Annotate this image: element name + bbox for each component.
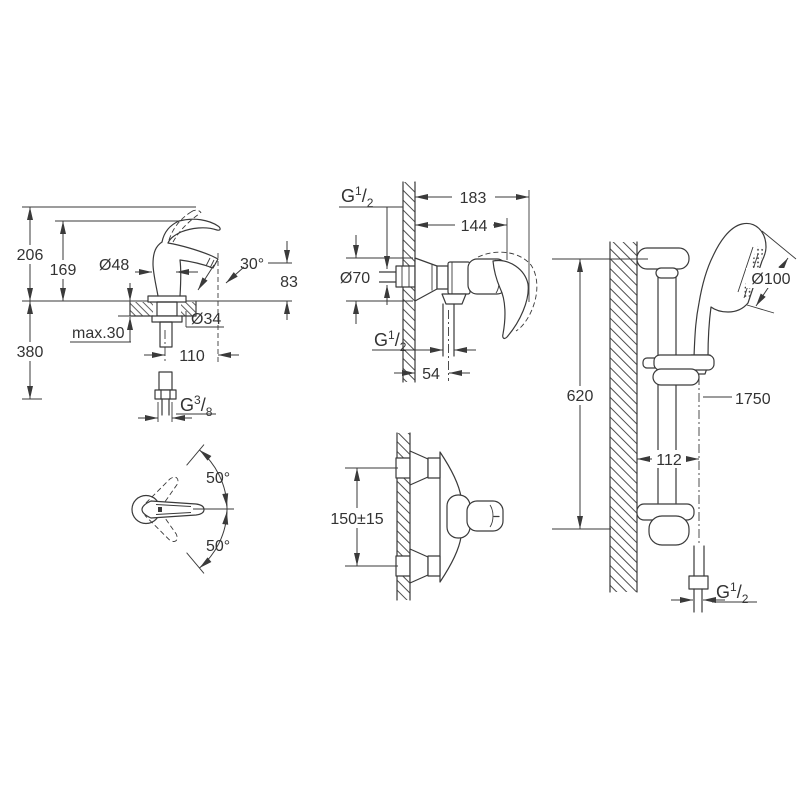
dim-connection-spacing-label: 150±15	[330, 511, 383, 528]
top-view-body	[439, 451, 504, 583]
swivel-arc	[186, 444, 234, 574]
shower-hose	[688, 376, 709, 613]
thread-g12-supply: G1/2	[339, 184, 403, 305]
dim-diameter-48: Ø48	[99, 257, 198, 275]
dim-144: 144	[415, 216, 507, 235]
thread-g38-label: G3/8	[180, 393, 213, 419]
dim-spray-angle-label: 30°	[240, 256, 264, 273]
dim-150-15: 150±15	[329, 467, 398, 567]
swivel-dashed-levers	[144, 476, 179, 542]
dim-380: 380	[14, 301, 46, 399]
dim-max-thickness-label: max.30	[72, 325, 125, 342]
faucet-base-plate	[147, 295, 187, 303]
spray-direction-arrow	[197, 264, 215, 291]
dim-base-diameter-label: Ø48	[99, 257, 129, 274]
faucet-shank	[151, 301, 183, 416]
thread-g12-supply-label: G1/2	[341, 184, 374, 210]
rail-wall	[609, 241, 638, 593]
mixer-lever	[492, 259, 529, 340]
faucet-aerator	[205, 257, 215, 269]
dim-thread-g38: G3/8	[138, 393, 216, 422]
top-union-upper	[395, 450, 441, 486]
dim-diameter-70: Ø70	[332, 235, 413, 324]
dim-206: 206	[14, 207, 46, 301]
dim-diameter-100: Ø100	[746, 230, 797, 314]
dim-total-depth-label: 183	[460, 190, 487, 207]
mixer-lever-raised-dashed	[477, 251, 538, 332]
rail-top-cap	[655, 267, 679, 279]
basin-mixer-side-view: 206 169 380 83 Ø48 30° max.	[14, 206, 302, 422]
thread-g12-outlet-label: G1/2	[374, 328, 407, 354]
shower-mixer-side-view: 183 144 G1/2 Ø70 G1/2	[332, 181, 538, 383]
lever-end-view	[466, 500, 504, 532]
dim-1750: 1750	[703, 391, 771, 408]
dim-rail-length-label: 620	[567, 388, 594, 405]
dim-hose-length-label: 1750	[735, 391, 771, 408]
dim-diameter-34: Ø34	[185, 311, 224, 328]
bottom-bracket-body	[648, 515, 690, 546]
dim-total-height-label: 206	[17, 247, 44, 264]
dim-183: 183	[415, 188, 529, 207]
dim-spout-height-label: 83	[280, 274, 298, 291]
shower-mixer-body	[414, 251, 538, 381]
thread-g12-outlet: G1/2	[372, 328, 476, 354]
dim-169: 169	[47, 221, 79, 301]
swivel-angle-upper-label: 50°	[206, 470, 230, 487]
shower-head-and-handle	[693, 222, 767, 358]
dim-escutcheon-diameter-label: Ø70	[340, 270, 370, 287]
thread-g12-hose-label: G1/2	[716, 580, 749, 606]
dim-620: 620	[552, 258, 648, 530]
dim-max-30: max.30	[70, 283, 133, 343]
top-bracket	[636, 247, 690, 270]
dim-supply-length-label: 380	[17, 344, 44, 361]
top-union-lower	[395, 548, 441, 584]
shower-rail-set-view: 620 112 1750 Ø100 G1/2	[552, 222, 797, 613]
countertop-section	[129, 301, 197, 317]
faucet-spout	[167, 242, 219, 297]
dim-spray-angle: 30°	[197, 256, 264, 291]
swivel-angle-lower-label: 50°	[206, 538, 230, 555]
faucet-lever-raised-dashed	[168, 209, 202, 243]
hose-nut-lower	[688, 575, 709, 590]
slider-holder	[642, 354, 715, 386]
dim-112: 112	[637, 450, 699, 469]
dim-83: 83	[275, 241, 302, 320]
dim-54: 54	[394, 361, 470, 383]
dim-spout-reach-label: 110	[179, 348, 205, 365]
dim-outlet-offset-label: 54	[422, 366, 440, 383]
basin-faucet-body	[147, 209, 221, 303]
in-wall-supply	[373, 265, 416, 288]
dim-wall-clearance-label: 112	[656, 452, 682, 469]
handle-lever	[141, 500, 205, 519]
shower-mixer-top-view: 150±15	[329, 432, 504, 601]
rail-and-brackets	[636, 247, 695, 546]
dim-body-depth-label: 144	[461, 218, 488, 235]
dim-head-diameter-label: Ø100	[751, 271, 790, 288]
thread-g12-hose: G1/2	[671, 580, 757, 606]
dim-body-height-label: 169	[50, 262, 77, 279]
basin-mixer-top-view: 50° 50°	[131, 444, 234, 574]
faucet-lever	[161, 218, 221, 244]
hand-shower	[690, 222, 767, 375]
dim-110: 110	[144, 348, 239, 365]
dim-hole-diameter-label: Ø34	[191, 311, 221, 328]
handle-dot	[158, 507, 162, 512]
